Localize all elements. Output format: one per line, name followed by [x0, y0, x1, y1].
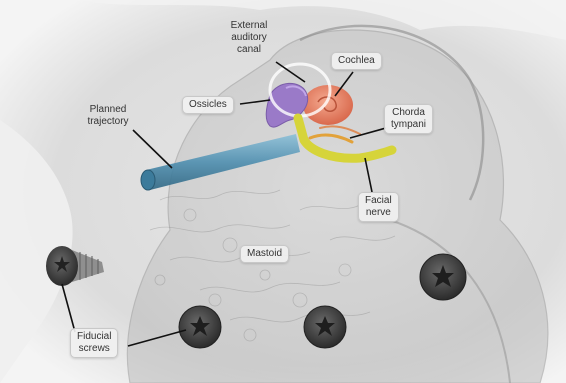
label-line: Planned	[80, 104, 136, 116]
label-mastoid: Mastoid	[240, 245, 289, 263]
label-line: External	[224, 20, 274, 32]
fiducial-screw	[420, 254, 466, 300]
label-facial-nerve: Facial nerve	[358, 192, 399, 222]
label-line: Facial	[365, 195, 392, 207]
label-line: Fiducial	[77, 331, 111, 343]
cochlea-structure	[303, 85, 353, 125]
label-cochlea: Cochlea	[331, 52, 382, 70]
label-chorda-tympani: Chorda tympani	[384, 104, 433, 134]
fiducial-screw	[179, 306, 221, 348]
fiducial-screw	[304, 306, 346, 348]
label-line: canal	[224, 44, 274, 56]
label-ossicles: Ossicles	[182, 96, 234, 114]
label-line: screws	[77, 343, 111, 355]
label-line: tympani	[391, 119, 426, 131]
label-line: trajectory	[80, 116, 136, 128]
label-line: auditory	[224, 32, 274, 44]
label-line: nerve	[365, 207, 392, 219]
label-line: Chorda	[391, 107, 426, 119]
label-planned-trajectory: Planned trajectory	[80, 104, 136, 128]
label-external-auditory-canal: External auditory canal	[224, 20, 274, 56]
label-fiducial-screws: Fiducial screws	[70, 328, 118, 358]
